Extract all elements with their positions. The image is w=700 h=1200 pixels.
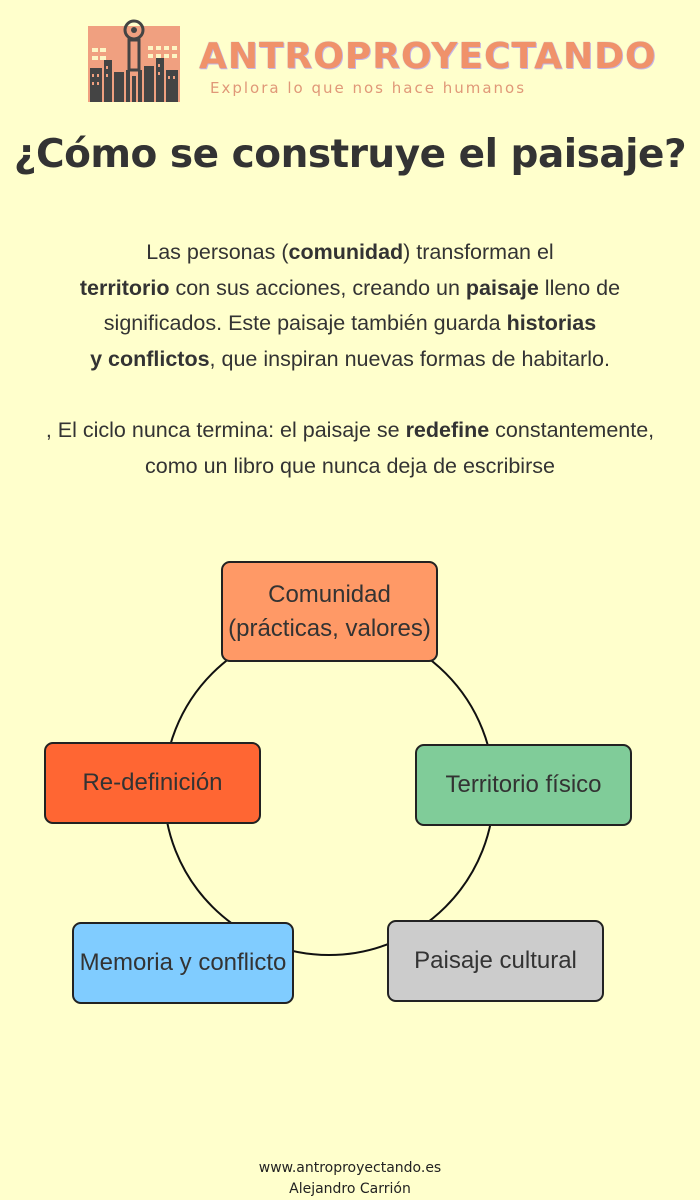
intro-paragraph-2-segment: constantemente, bbox=[489, 418, 655, 442]
intro-paragraph-1-segment: lleno de bbox=[538, 275, 621, 300]
brand-tagline: Explora lo que nos hace humanos bbox=[210, 79, 527, 97]
intro-paragraph-1-segment: paisaje bbox=[465, 275, 539, 300]
node-paisaje-cultural: Paisaje cultural bbox=[387, 920, 604, 1002]
intro-paragraph-2-segment: como un libro que nunca deja de escribir… bbox=[145, 453, 555, 478]
header: ANTROPROYECTANDO Explora lo que nos hace… bbox=[88, 16, 656, 106]
intro-paragraph-1-segment: ) transforman el bbox=[403, 240, 554, 264]
node-redefinicion: Re-definición bbox=[44, 742, 261, 824]
intro-paragraph-1-segment: territorio bbox=[79, 275, 170, 300]
node-territorio-label: Territorio físico bbox=[445, 771, 602, 798]
footer: www.antroproyectando.es Alejandro Carrió… bbox=[0, 1158, 700, 1200]
intro-paragraph-2-segment: redefine bbox=[405, 418, 490, 442]
intro-text: Las personas (comunidad) transforman el t… bbox=[0, 235, 700, 484]
node-comunidad-label: Comunidad bbox=[268, 580, 391, 608]
node-comunidad-sublabel: (prácticas, valores) bbox=[228, 614, 431, 642]
node-comunidad: Comunidad (prácticas, valores) bbox=[221, 561, 438, 662]
node-paisaje-label: Paisaje cultural bbox=[414, 947, 577, 974]
intro-paragraph-1-segment: comunidad bbox=[288, 240, 404, 264]
node-memoria-label: Memoria y conflicto bbox=[79, 949, 287, 976]
node-redefinicion-label: Re-definición bbox=[82, 769, 223, 796]
intro-paragraph-1-segment: con sus acciones, creando un bbox=[169, 275, 466, 300]
intro-paragraph-1-segment: , que inspiran nuevas formas de habitarl… bbox=[209, 346, 610, 371]
footer-author: Alejandro Carrión bbox=[289, 1181, 411, 1197]
intro-paragraph-2-segment: , El ciclo nunca termina: el paisaje se bbox=[45, 418, 406, 442]
intro-paragraph-2: , El ciclo nunca termina: el paisaje se … bbox=[0, 413, 700, 484]
intro-paragraph-1-segment: historias bbox=[506, 311, 597, 335]
landscape-cycle-diagram: Comunidad (prácticas, valores) Territori… bbox=[0, 540, 700, 1020]
intro-paragraph-1-segment: y conflictos bbox=[90, 346, 210, 371]
node-memoria-conflicto: Memoria y conflicto bbox=[72, 922, 294, 1004]
intro-paragraph-1: Las personas (comunidad) transforman el t… bbox=[0, 235, 700, 377]
node-territorio-fisico: Territorio físico bbox=[415, 744, 632, 826]
page-title: ¿Cómo se construye el paisaje? bbox=[13, 132, 687, 177]
intro-paragraph-1-segment: significados. Este paisaje también guard… bbox=[103, 311, 507, 335]
brand-name: ANTROPROYECTANDO bbox=[199, 36, 657, 77]
city-skyline-logo-icon bbox=[88, 19, 180, 102]
footer-website-link[interactable]: www.antroproyectando.es bbox=[258, 1160, 442, 1176]
intro-paragraph-1-segment: Las personas ( bbox=[146, 240, 289, 264]
